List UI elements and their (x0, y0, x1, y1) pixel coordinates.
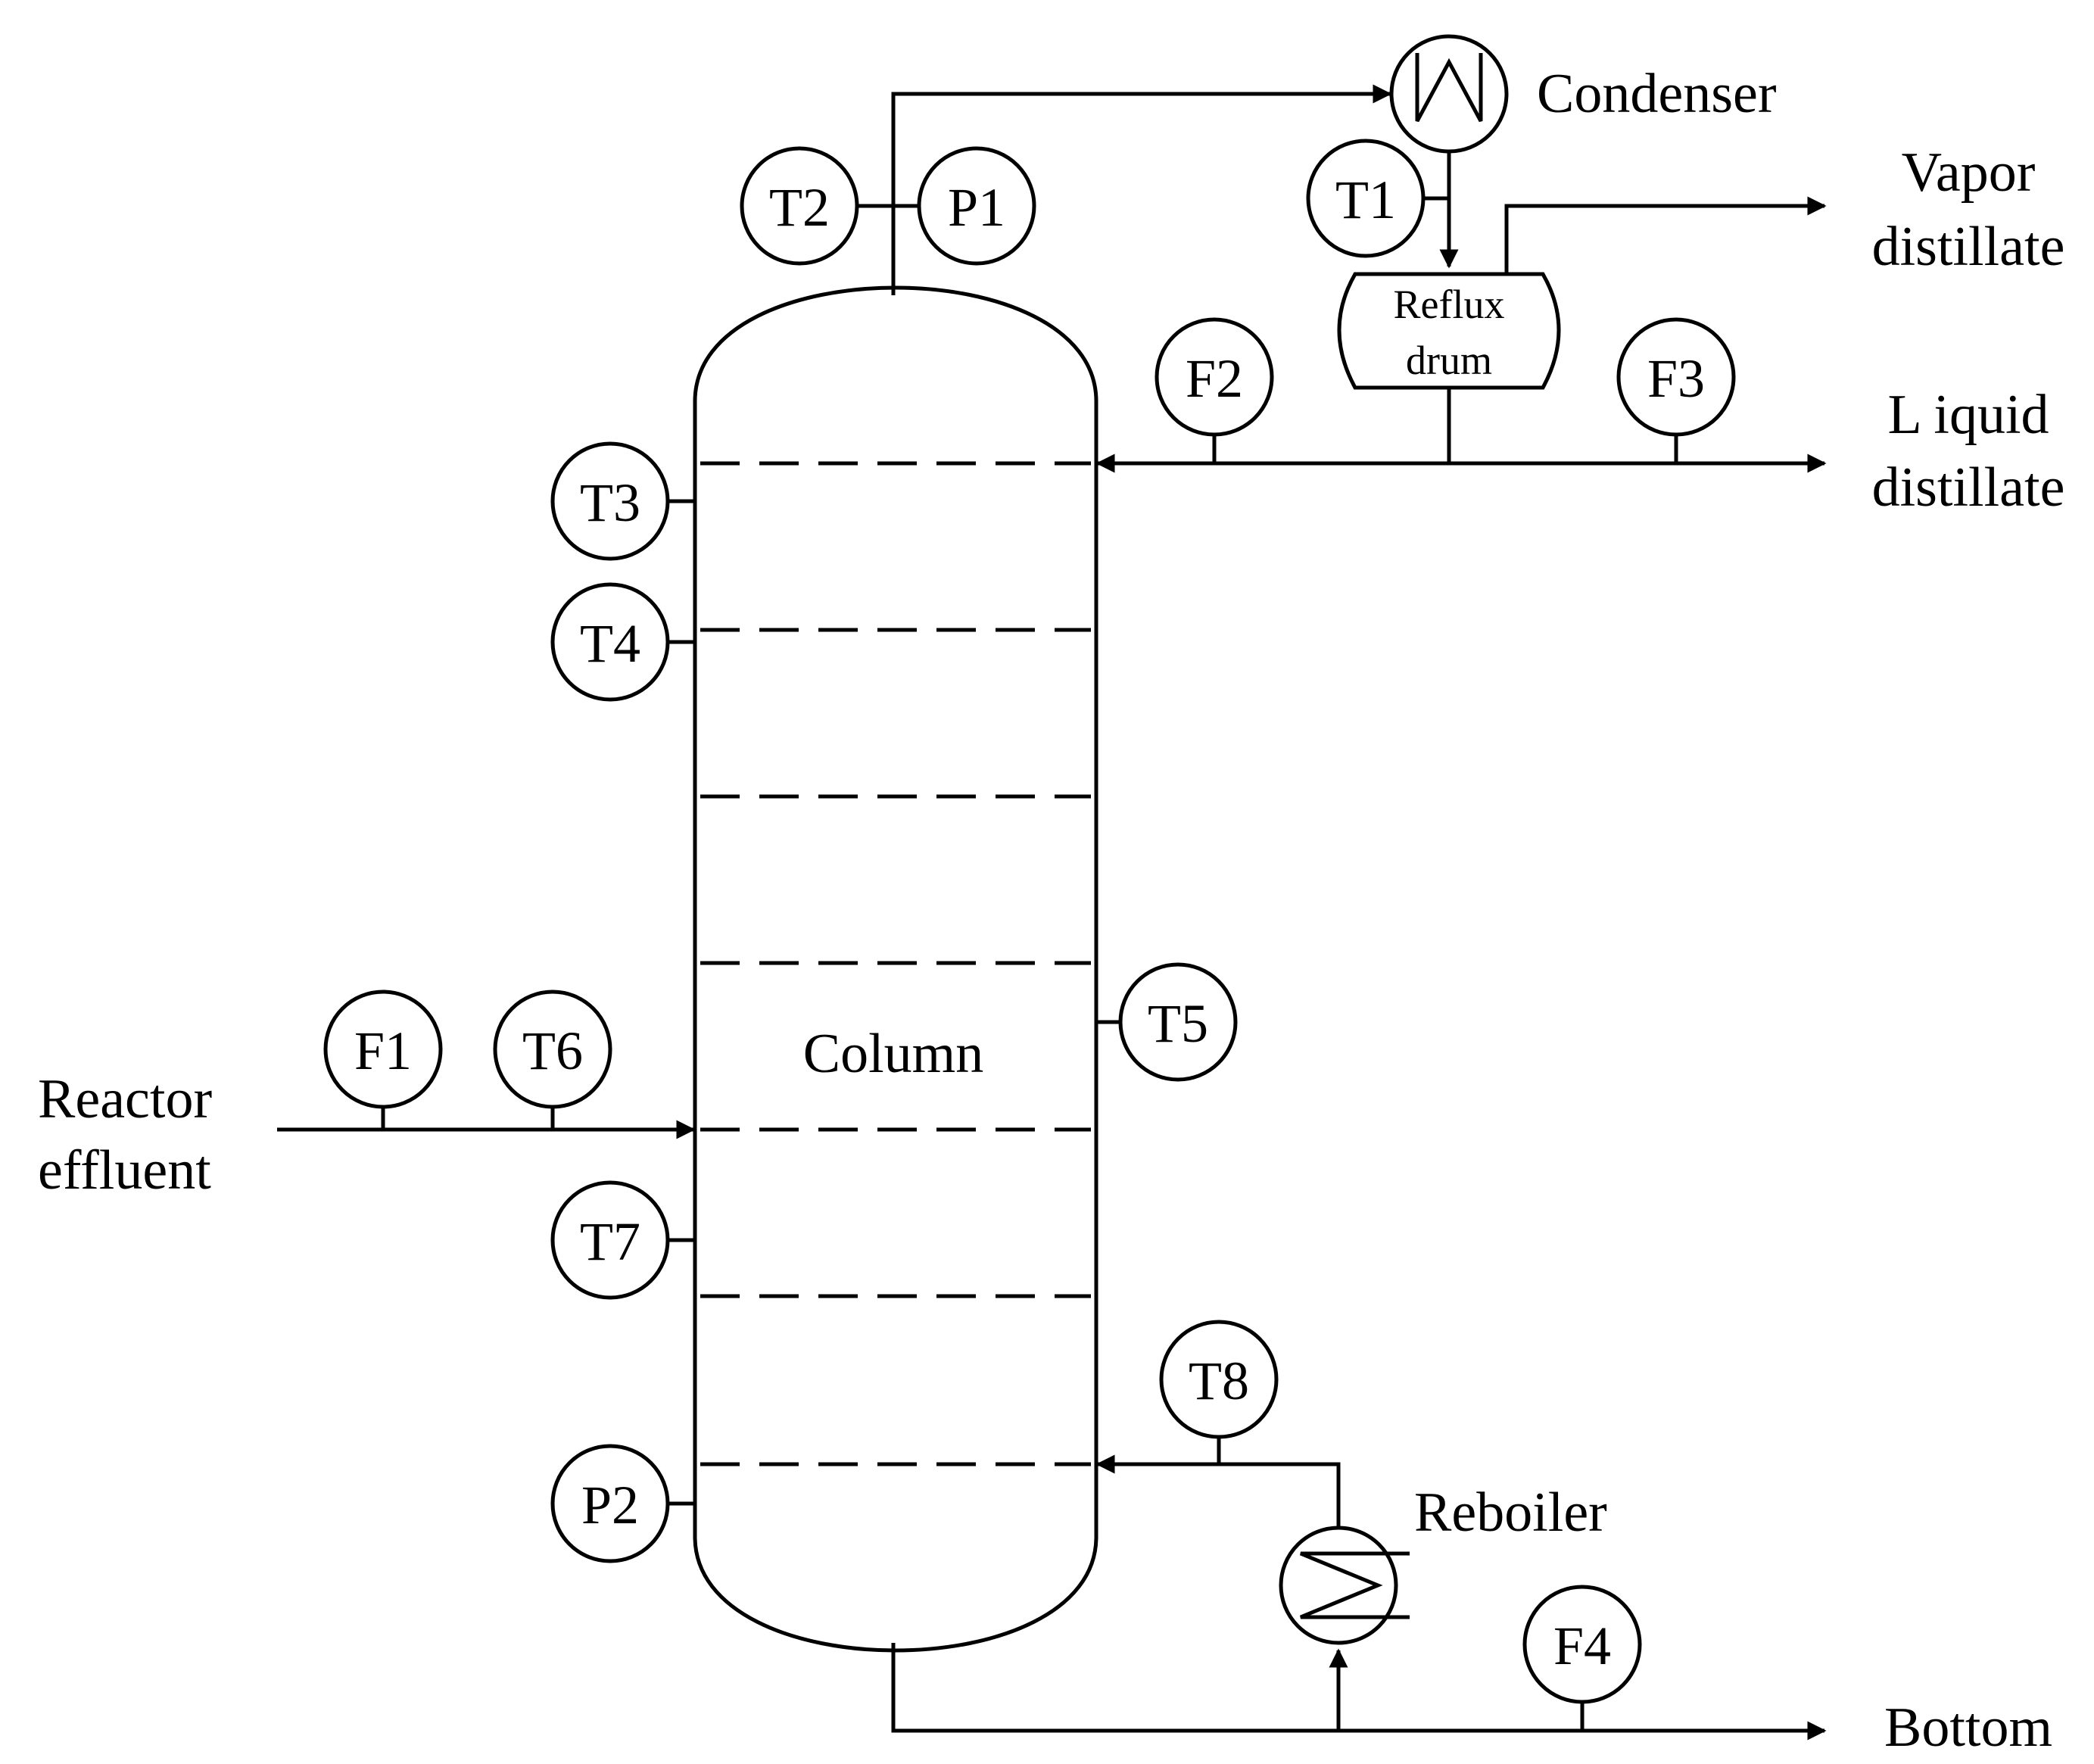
instrument-t7-bubble (550, 1180, 670, 1300)
bottom-line (891, 1643, 1827, 1741)
instrument-t6: T6 (493, 990, 612, 1109)
overhead-vapor-line (891, 84, 1392, 295)
instrument-t8-bubble (1159, 1320, 1279, 1439)
instrument-t4-tag: T4 (580, 613, 640, 674)
instrument-f2-tag: F2 (1186, 348, 1243, 409)
condenser-label: Condenser (1537, 63, 1777, 125)
instrument-f2-bubble (1155, 317, 1274, 437)
liquid-distillate-label-2: distillate (1872, 457, 2065, 519)
liquid-distillate-label-1: L iquid (1887, 384, 2049, 446)
instrument-f4-tag: F4 (1553, 1616, 1611, 1676)
instrument-t2-tag: T2 (769, 177, 830, 238)
condenser-shell (1389, 34, 1509, 154)
instrument-p1-tag: P1 (948, 177, 1005, 238)
vapor-distillate-label-2: distillate (1872, 216, 2065, 278)
instrument-t1-bubble (1306, 139, 1426, 258)
instrument-f1-bubble (323, 990, 443, 1109)
instrument-t3: T3 (550, 441, 670, 561)
instruments: T2 P1 T1 F2 F3 T3 T4 T5 (323, 139, 1736, 1731)
reflux-drum (1337, 272, 1561, 390)
instrument-t5-bubble (1118, 962, 1238, 1082)
reflux-drum-label-1: Reflux (1394, 282, 1505, 327)
instrument-t6-bubble (493, 990, 612, 1109)
feed-label-2: effluent (38, 1139, 211, 1201)
instrument-f4: F4 (1522, 1585, 1642, 1704)
bottom-section: Bottom Reboiler (891, 1454, 2052, 1759)
instrument-f3: F3 (1616, 317, 1736, 437)
reboiler-coil (1300, 1551, 1410, 1619)
instrument-t4: T4 (550, 582, 670, 702)
instrument-t2: T2 (740, 146, 859, 266)
instrument-t5: T5 (1118, 962, 1238, 1082)
instrument-p2: P2 (550, 1444, 670, 1563)
instrument-f3-tag: F3 (1647, 348, 1705, 409)
instrument-t7-tag: T7 (580, 1211, 640, 1272)
instrument-p2-tag: P2 (581, 1475, 639, 1535)
reboiler-label: Reboiler (1414, 1482, 1607, 1544)
instrument-f4-bubble (1522, 1585, 1642, 1704)
instrument-t4-bubble (550, 582, 670, 702)
condenser (1389, 34, 1509, 154)
overhead-section: Condenser Reflux drum Vapor distillate L… (891, 34, 2065, 519)
bottom-label: Bottom (1884, 1697, 2052, 1759)
feed-section: Reactor effluent (38, 1068, 696, 1201)
instrument-t1: T1 (1306, 139, 1426, 258)
column-shell (693, 285, 1098, 1653)
feed-label-1: Reactor (38, 1068, 212, 1130)
instrument-t8: T8 (1159, 1320, 1279, 1439)
instrument-p2-bubble (550, 1444, 670, 1563)
reflux-drum-label-2: drum (1406, 338, 1492, 383)
instrument-f1: F1 (323, 990, 443, 1109)
distillation-column: Column (693, 285, 1098, 1653)
column-label: Column (803, 1023, 983, 1085)
instrument-t6-tag: T6 (522, 1021, 583, 1081)
instrument-t3-tag: T3 (580, 472, 640, 533)
instrument-t1-tag: T1 (1335, 170, 1396, 230)
instrument-f2: F2 (1155, 317, 1274, 437)
instrument-t2-bubble (740, 146, 859, 266)
condenser-coil (1415, 53, 1483, 123)
instrument-t3-bubble (550, 441, 670, 561)
instrument-p1-bubble (917, 146, 1036, 266)
instrument-t7: T7 (550, 1180, 670, 1300)
reboiler (1279, 1526, 1410, 1645)
instrument-t5-tag: T5 (1148, 993, 1208, 1054)
instrument-t8-tag: T8 (1189, 1351, 1249, 1411)
reboiler-return-line (1095, 1454, 1341, 1528)
vapor-distillate-label-1: Vapor (1902, 142, 2036, 204)
vapor-distillate-line (1504, 196, 1827, 274)
instrument-p1: P1 (917, 146, 1036, 266)
instrument-f1-tag: F1 (354, 1021, 412, 1081)
instrument-f3-bubble (1616, 317, 1736, 437)
